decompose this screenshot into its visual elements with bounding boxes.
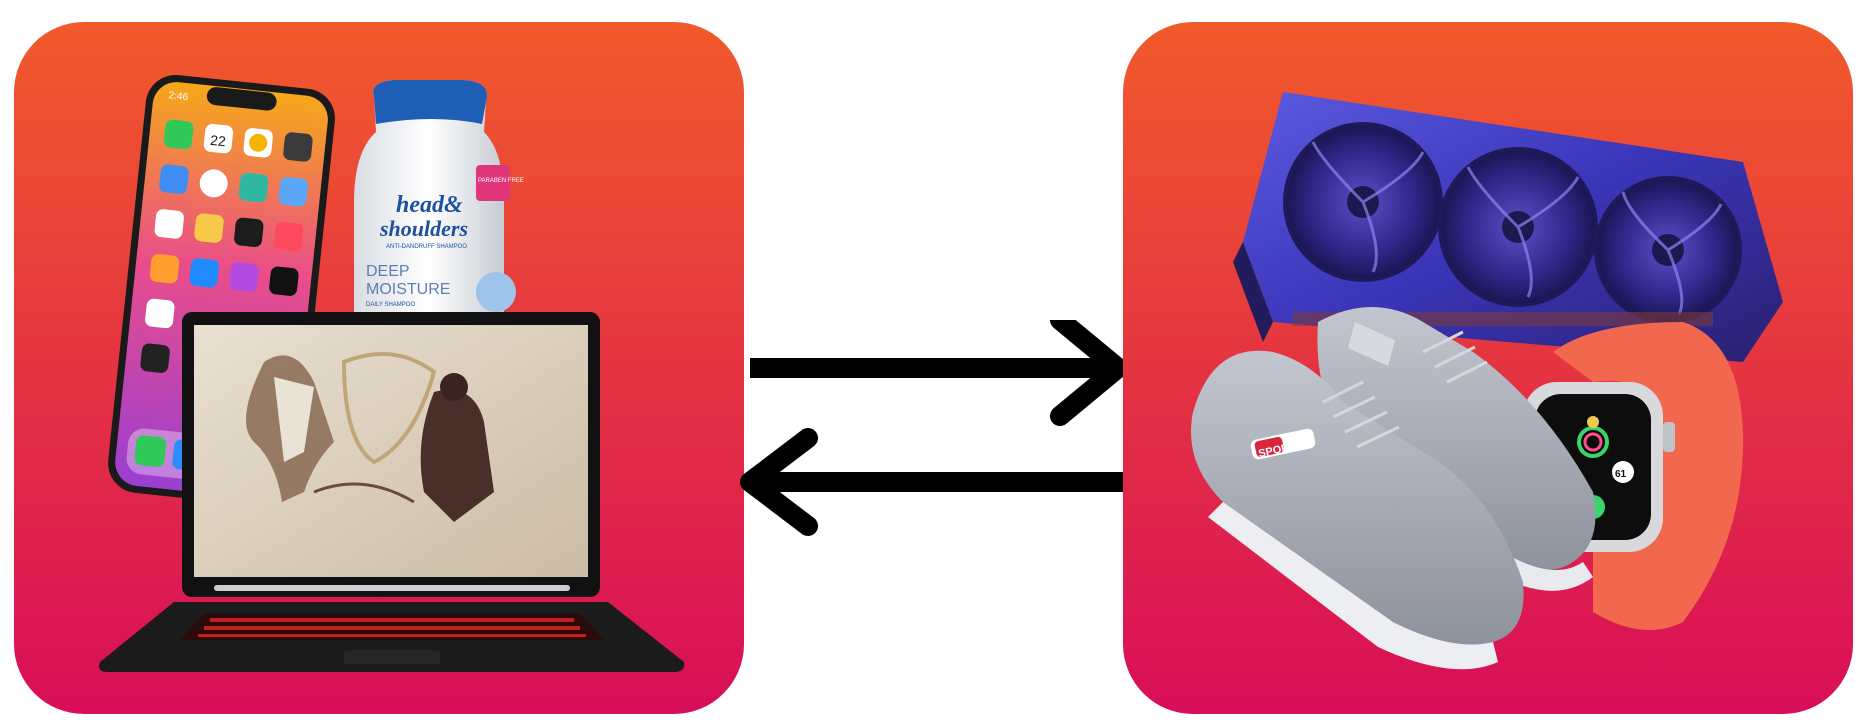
shampoo-brand-line1: head& [396, 192, 463, 218]
shampoo-brand-line2: shoulders [379, 216, 468, 241]
shoe-laces [1322, 330, 1488, 449]
arrow-left-icon [740, 428, 1124, 536]
phone-date: 22 [209, 132, 226, 150]
app-icons: 22 [140, 119, 313, 373]
phone-time: 2:46 [168, 90, 189, 103]
gpu-fans [1283, 122, 1742, 324]
right-products-panel: 61 SPORT [1123, 22, 1853, 714]
gaming-laptop [99, 312, 685, 672]
arrow-right-icon [750, 320, 1128, 426]
right-panel-art: 61 SPORT [1123, 22, 1853, 714]
shampoo-type: DAILY SHAMPOO [366, 302, 415, 308]
shampoo-subline: ANTI-DANDRUFF SHAMPOO [386, 244, 467, 250]
exchange-arrows [740, 320, 1128, 536]
keyboard-backlight [198, 618, 586, 637]
watch-number: 61 [1615, 469, 1627, 480]
shampoo-variant-line1: DEEP [366, 263, 410, 280]
left-products-panel: 2:46 22 [14, 22, 744, 714]
shampoo-bottle: PARABEN FREE head& shoulders ANTI-DANDRU… [354, 80, 524, 322]
shampoo-variant-line2: MOISTURE [366, 281, 450, 298]
graphics-card [1233, 92, 1783, 362]
left-panel-art: 2:46 22 [14, 22, 744, 714]
shampoo-badge: PARABEN FREE [478, 178, 524, 184]
sneakers: SPORT [1191, 307, 1596, 670]
